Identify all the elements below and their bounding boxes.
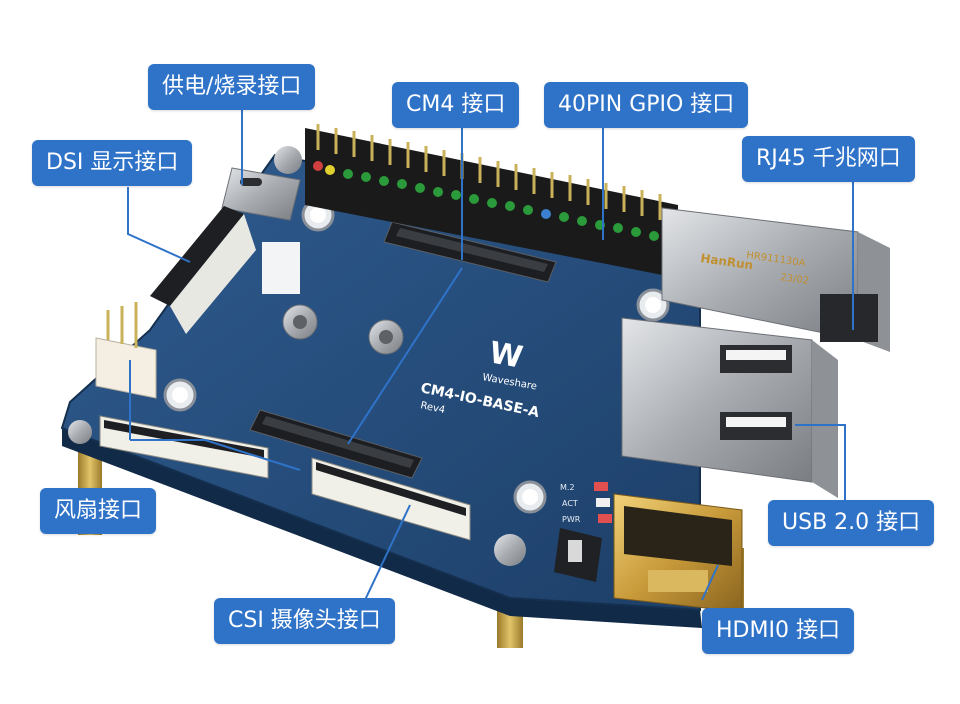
rj45-callout: RJ45 千兆网口 xyxy=(742,136,915,182)
gpio-callout: 40PIN GPIO 接口 xyxy=(544,82,749,128)
board-rev-text: Rev4 xyxy=(419,400,446,416)
label-pad xyxy=(262,242,300,294)
callout-leaders xyxy=(127,110,854,601)
usb-callout: USB 2.0 接口 xyxy=(768,500,935,546)
waveshare-logo: W xyxy=(487,335,526,375)
pcb-edge xyxy=(62,428,702,628)
gpio-header xyxy=(305,124,678,278)
csi-callout: CSI 摄像头接口 xyxy=(214,598,395,644)
usb-ports xyxy=(621,317,838,498)
boot-switch xyxy=(554,528,602,582)
csi-connectors xyxy=(99,415,471,541)
hdmi-port xyxy=(613,493,743,613)
screw-posts xyxy=(68,146,526,566)
led-label-act: ACT xyxy=(562,499,578,508)
fan-header xyxy=(95,302,157,399)
fan-callout: 风扇接口 xyxy=(40,488,157,534)
cm4-callout: CM4 接口 xyxy=(392,82,520,128)
hdmi-callout: HDMI0 接口 xyxy=(702,608,854,654)
led-label-m2: M.2 xyxy=(560,483,575,492)
dsi-connector xyxy=(150,206,256,334)
dsi-callout: DSI 显示接口 xyxy=(32,140,193,186)
rj45-date-text: 23/02 xyxy=(780,272,810,287)
status-leds: M.2 ACT PWR xyxy=(560,482,612,524)
led-label-pwr: PWR xyxy=(562,515,581,524)
power-port-callout: 供电/烧录接口 xyxy=(148,64,316,110)
cm4-connectors xyxy=(249,221,557,479)
rj45-jack: HanRun HR911130A 23/02 xyxy=(661,207,890,352)
